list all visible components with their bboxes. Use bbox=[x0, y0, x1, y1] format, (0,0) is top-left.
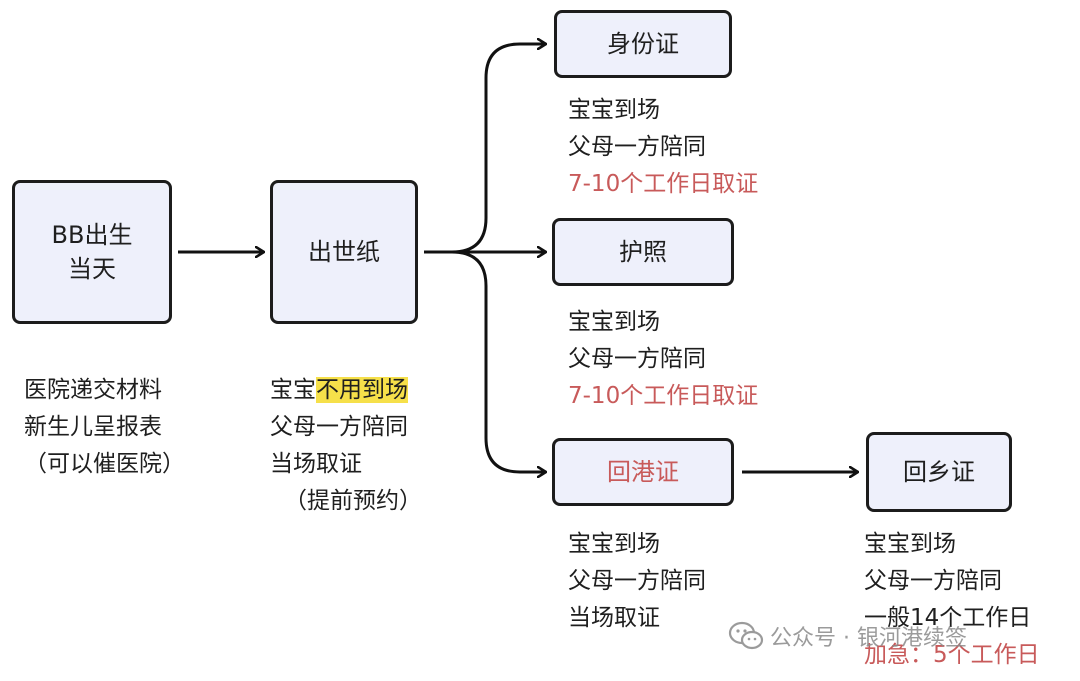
note-birth-day-line: 医院递交材料 bbox=[24, 377, 162, 403]
note-passport-line: 父母一方陪同 bbox=[568, 346, 706, 372]
note-home-return-permit-line: 父母一方陪同 bbox=[568, 568, 706, 594]
watermark: 公众号 · 银河港续签 bbox=[728, 620, 967, 652]
box-home-return-permit: 回港证 bbox=[552, 438, 734, 506]
note-birth-cert-highlight: 不用到场 bbox=[316, 377, 408, 403]
note-birth-cert-line: （提前预约） bbox=[284, 488, 422, 514]
box-passport-label: 护照 bbox=[619, 238, 667, 266]
box-hometown-permit: 回乡证 bbox=[866, 432, 1012, 512]
note-id-card-line: 宝宝到场 bbox=[568, 97, 660, 123]
box-birth-day-line1: BB出生 bbox=[51, 221, 133, 249]
note-hometown-permit: 宝宝到场 父母一方陪同 一般14个工作日 加急：5个工作日 bbox=[864, 526, 1040, 674]
box-home-return-permit-label: 回港证 bbox=[607, 458, 679, 486]
note-birth-day-line: 新生儿呈报表 bbox=[24, 414, 162, 440]
note-hometown-permit-urgent: 加急：5个工作日 bbox=[864, 642, 1040, 668]
box-passport: 护照 bbox=[552, 218, 734, 286]
box-hometown-permit-label: 回乡证 bbox=[903, 458, 975, 486]
wechat-icon bbox=[728, 621, 764, 651]
arrow-birthcert-to-idcard bbox=[424, 44, 546, 254]
note-home-return-permit-line: 当场取证 bbox=[568, 605, 660, 631]
note-birth-cert-line: 父母一方陪同 bbox=[270, 414, 408, 440]
box-id-card-label: 身份证 bbox=[607, 30, 679, 58]
note-hometown-permit-line: 宝宝到场 bbox=[864, 531, 956, 557]
box-birth-day: BB出生 当天 bbox=[12, 180, 172, 324]
note-hometown-permit-line: 一般14个工作日 bbox=[864, 605, 1032, 631]
note-birth-day: 医院递交材料 新生儿呈报表 （可以催医院） bbox=[24, 372, 185, 483]
watermark-text: 公众号 · 银河港续签 bbox=[770, 626, 967, 651]
note-home-return-permit-line: 宝宝到场 bbox=[568, 531, 660, 557]
note-passport-line: 宝宝到场 bbox=[568, 309, 660, 335]
box-birth-day-line2: 当天 bbox=[68, 255, 116, 283]
box-birth-cert: 出世纸 bbox=[270, 180, 418, 324]
note-birth-cert: 宝宝不用到场 父母一方陪同 当场取证 （提前预约） bbox=[270, 372, 422, 520]
note-id-card-line: 父母一方陪同 bbox=[568, 134, 706, 160]
note-passport-time: 7-10个工作日取证 bbox=[568, 383, 759, 409]
arrow-birthcert-to-returnpermit bbox=[451, 250, 546, 472]
note-birth-day-line: （可以催医院） bbox=[24, 451, 185, 477]
box-birth-cert-label: 出世纸 bbox=[308, 238, 380, 266]
note-id-card-time: 7-10个工作日取证 bbox=[568, 171, 759, 197]
note-id-card: 宝宝到场 父母一方陪同 7-10个工作日取证 bbox=[568, 92, 758, 203]
note-hometown-permit-line: 父母一方陪同 bbox=[864, 568, 1002, 594]
note-birth-cert-prefix: 宝宝 bbox=[270, 377, 316, 403]
note-birth-cert-line: 宝宝不用到场 bbox=[270, 372, 422, 409]
note-home-return-permit: 宝宝到场 父母一方陪同 当场取证 bbox=[568, 526, 706, 637]
note-passport: 宝宝到场 父母一方陪同 7-10个工作日取证 bbox=[568, 304, 758, 415]
box-id-card: 身份证 bbox=[554, 10, 732, 78]
note-birth-cert-line: 当场取证 bbox=[270, 451, 362, 477]
